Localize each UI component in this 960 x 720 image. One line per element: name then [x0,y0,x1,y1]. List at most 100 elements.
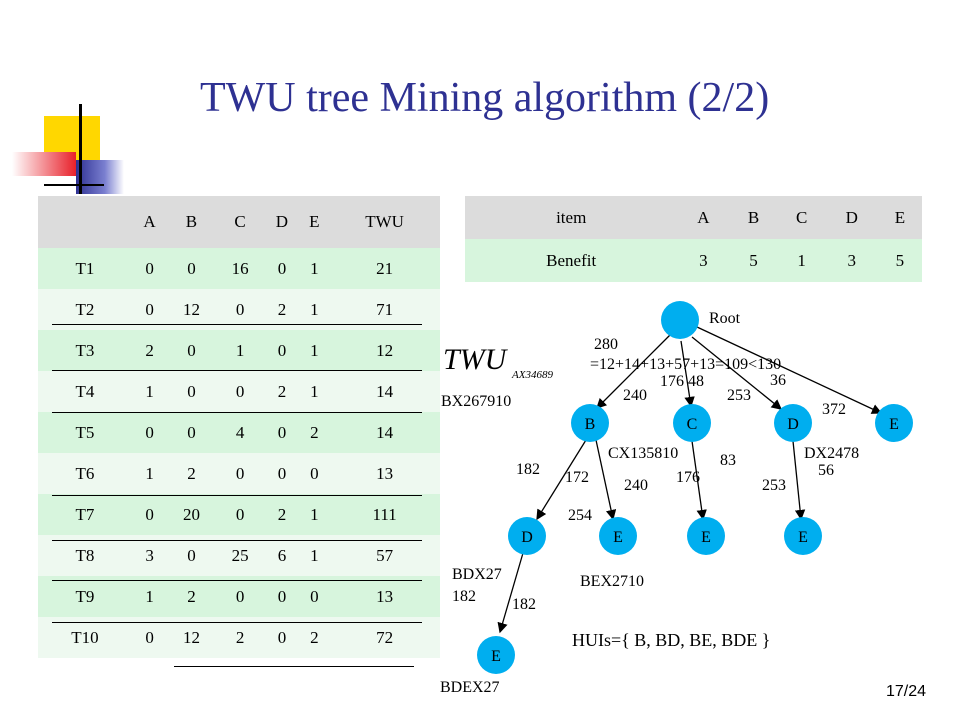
twu-symbol: TWU [443,343,507,376]
transaction-cell: 0 [299,453,330,494]
edge-label: 253 [727,387,751,404]
deco-blue-square [76,160,124,194]
header-cell: A [132,196,168,248]
edge-root-d [691,336,783,410]
transaction-cell: 13 [329,453,440,494]
edge-b-e [595,439,617,521]
benefit-cell: 5 [877,239,922,282]
twu-equation: =12+14+13+57+13=109<130 [590,356,782,373]
benefit-header-cell: C [777,196,826,239]
transaction-cell: 0 [167,248,216,289]
transaction-cell: 0 [167,330,216,371]
transaction-cell: 2 [264,494,300,535]
tree-node-c-label: C [687,416,698,433]
transaction-cell: 0 [215,576,265,617]
tree-node-e: E [875,404,913,442]
transaction-cell: 0 [132,289,168,330]
transaction-cell: 2 [299,617,330,658]
transaction-cell: 0 [264,412,300,453]
annotation-bex: BEX2710 [580,573,644,590]
tree-node-de: E [784,517,822,555]
transaction-cell: 0 [264,330,300,371]
transaction-cell: 20 [167,494,216,535]
transaction-cell: 2 [264,371,300,412]
transaction-cell: 21 [329,248,440,289]
benefit-value-row: Benefit 3 5 1 3 5 [465,239,922,282]
transaction-cell: 71 [329,289,440,330]
benefit-header-cell: item [465,196,678,239]
transaction-cell: 25 [215,535,265,576]
transaction-id-cell: T5 [38,412,132,453]
tree-node-be: E [599,517,637,555]
header-cell: TWU [329,196,440,248]
annotation-bx: BX267910 [441,393,512,410]
benefit-header-cell: A [677,196,730,239]
annotation-bdx: BDX27 [452,566,502,583]
transaction-cell: 16 [215,248,265,289]
header-cell: D [264,196,300,248]
row-underline [52,412,422,413]
edge-label: 36 [770,372,786,389]
transaction-cell: 0 [264,576,300,617]
edge-d-e [792,440,806,521]
transaction-id-cell: T9 [38,576,132,617]
tree-node-d-label: D [787,416,799,433]
header-cell [38,196,132,248]
tree-node-be-label: E [613,529,623,546]
benefit-cell: Benefit [465,239,678,282]
twu-subscript: AX34689 [512,369,553,381]
transaction-cell: 1 [299,371,330,412]
transaction-cell: 57 [329,535,440,576]
tree-node-e-label: E [889,416,899,433]
transaction-id-cell: T3 [38,330,132,371]
tree-node-ce: E [687,517,725,555]
row-underline [174,666,414,667]
benefit-cell: 1 [777,239,826,282]
transaction-cell: 13 [329,576,440,617]
transaction-cell: 4 [215,412,265,453]
transaction-id-cell: T8 [38,535,132,576]
transaction-cell: 0 [264,453,300,494]
deco-red-square [12,152,76,176]
header-cell: B [167,196,216,248]
benefit-cell: 3 [825,239,878,282]
tree-node-bde-label: E [491,648,501,665]
transaction-cell: 1 [299,494,330,535]
transaction-id-cell: T6 [38,453,132,494]
tree-node-b-label: B [585,416,596,433]
tree-node-de-label: E [798,529,808,546]
edge-label: 176 [676,469,700,486]
transaction-cell: 111 [329,494,440,535]
edge-label: 182 [516,461,540,478]
transaction-cell: 2 [132,330,168,371]
transaction-cell: 0 [132,412,168,453]
transaction-cell: 0 [215,289,265,330]
tree-node-d: D [774,404,812,442]
benefit-table: item A B C D E Benefit 3 5 1 3 5 [465,196,922,282]
root-label: Root [709,310,741,327]
transaction-cell: 2 [264,289,300,330]
annotation-bdex: BDEX27 [440,679,500,696]
transaction-cell: 2 [215,617,265,658]
edge-b-d [536,439,587,521]
transaction-cell: 0 [132,494,168,535]
transaction-id-cell: T2 [38,289,132,330]
transaction-header-row: A B C D E TWU [38,196,440,248]
tree-node-bd-label: D [521,529,533,546]
benefit-cell: 3 [677,239,730,282]
annotation-cx: CX135810 [608,445,679,462]
transaction-cell: 0 [132,248,168,289]
transaction-id-cell: T1 [38,248,132,289]
row-underline [52,495,422,496]
edge-label: 240 [624,477,648,494]
edge-root-b [596,334,671,409]
annotation-dx: DX2478 [804,445,860,462]
header-cell: C [215,196,265,248]
transaction-cell: 1 [299,248,330,289]
